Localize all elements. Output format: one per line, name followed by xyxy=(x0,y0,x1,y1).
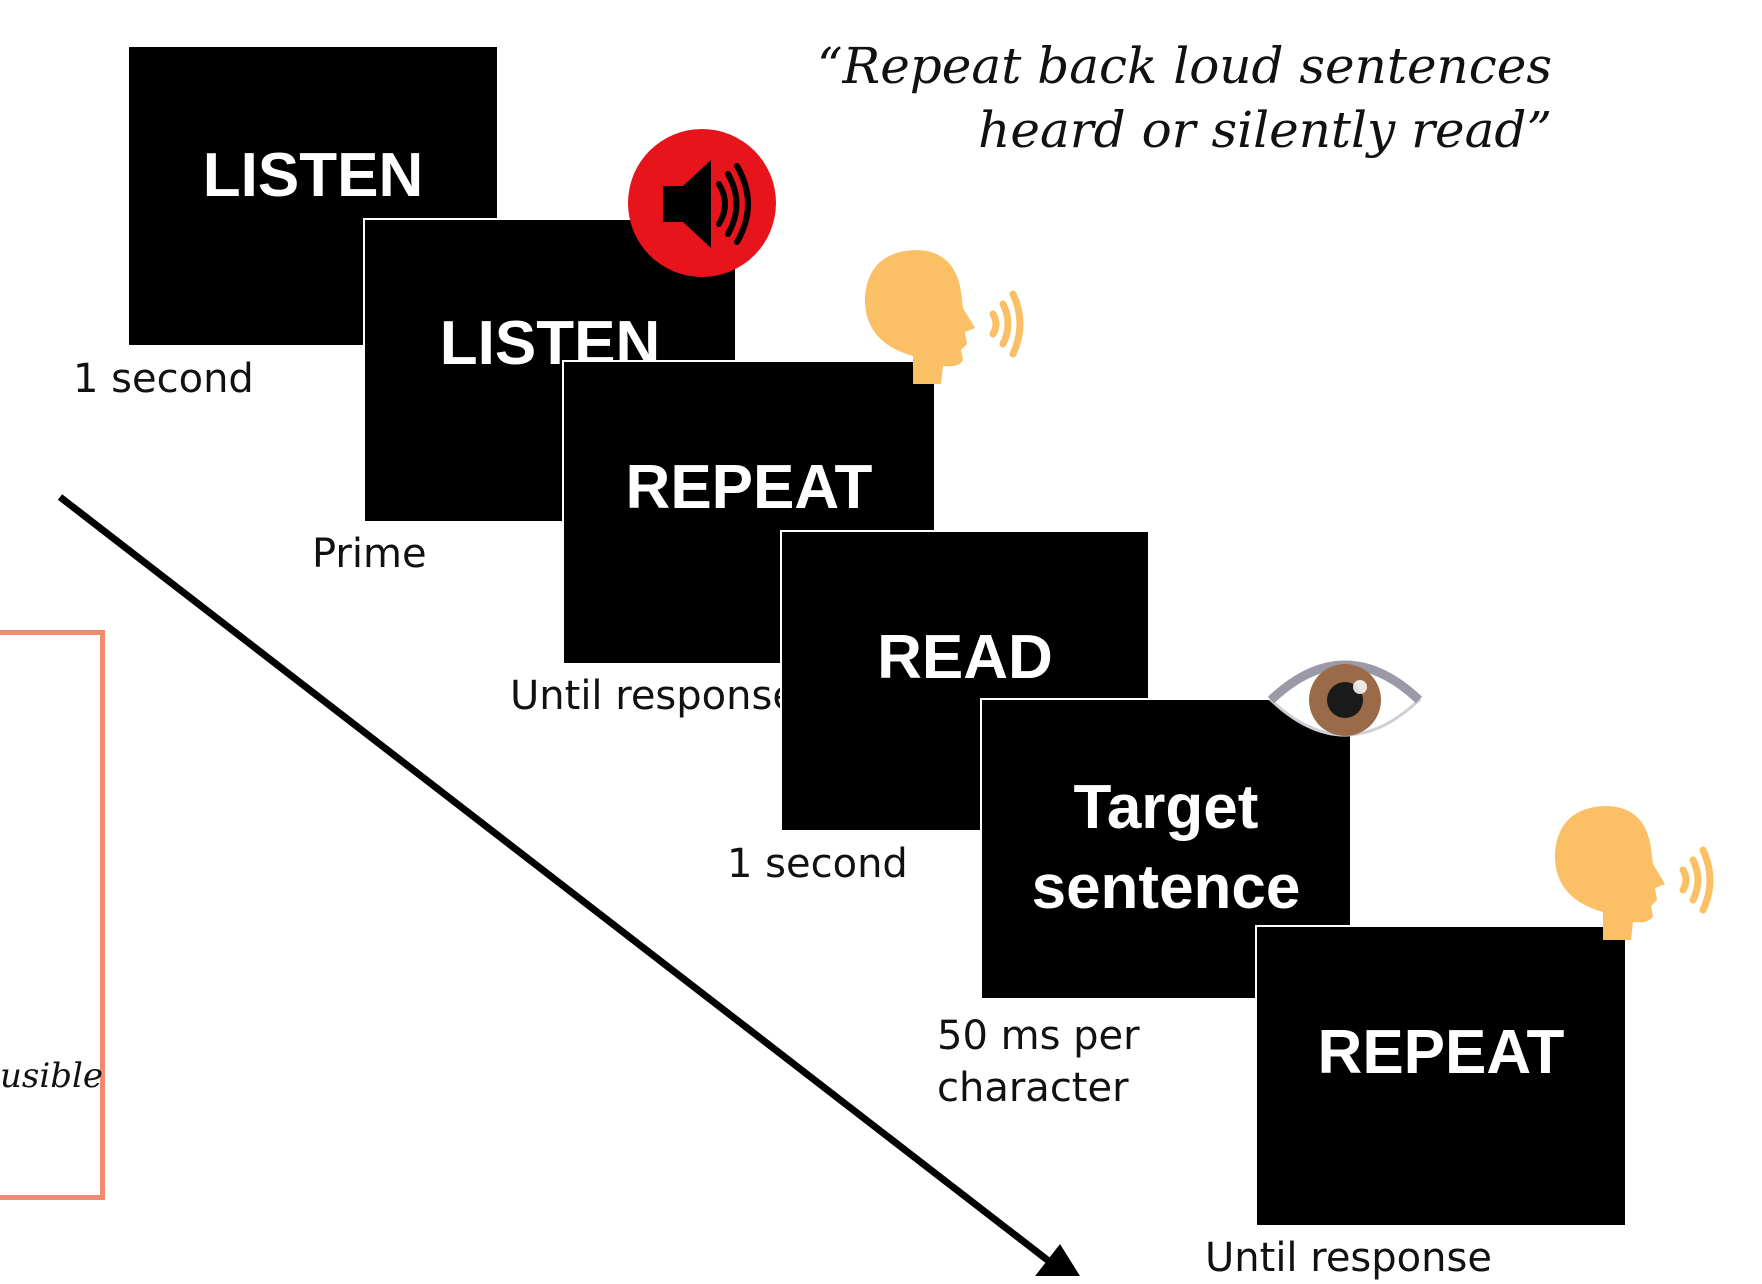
caption-step-5: 50 ms per character xyxy=(937,1010,1140,1114)
screen-label-line-2: sentence xyxy=(1031,853,1301,922)
caption-step-6: Until response xyxy=(1205,1235,1492,1281)
caption-step-5-line-2: character xyxy=(937,1065,1129,1111)
instruction-quote: “Repeat back loud sentences heard or sil… xyxy=(817,34,1552,162)
quote-line-2: heard or silently read” xyxy=(978,101,1552,159)
quote-line-1: “Repeat back loud sentences xyxy=(817,37,1552,95)
screen-label: LISTEN xyxy=(202,141,424,210)
screen-label-line-1: Target xyxy=(1073,773,1259,842)
screen-label: REPEAT xyxy=(1317,1018,1565,1087)
condition-box xyxy=(0,630,105,1200)
caption-step-5-line-1: 50 ms per xyxy=(937,1013,1140,1059)
speaker-icon xyxy=(628,129,776,277)
screen-repeat-2: REPEAT xyxy=(1255,925,1627,1227)
eye-icon xyxy=(1267,660,1423,737)
screen-label: READ xyxy=(877,623,1053,692)
caption-step-3: Until response xyxy=(510,673,797,719)
condition-box-text: usible xyxy=(0,1056,103,1096)
screen-label: REPEAT xyxy=(625,453,873,522)
time-arrow-line xyxy=(57,494,1053,1265)
speaking-head-icon xyxy=(864,250,1024,384)
caption-step-4: 1 second xyxy=(727,841,908,887)
speaking-head-icon xyxy=(1554,806,1714,940)
caption-step-2: Prime xyxy=(312,531,427,577)
time-arrow-head xyxy=(1035,1244,1080,1276)
caption-step-1: 1 second xyxy=(73,356,254,402)
